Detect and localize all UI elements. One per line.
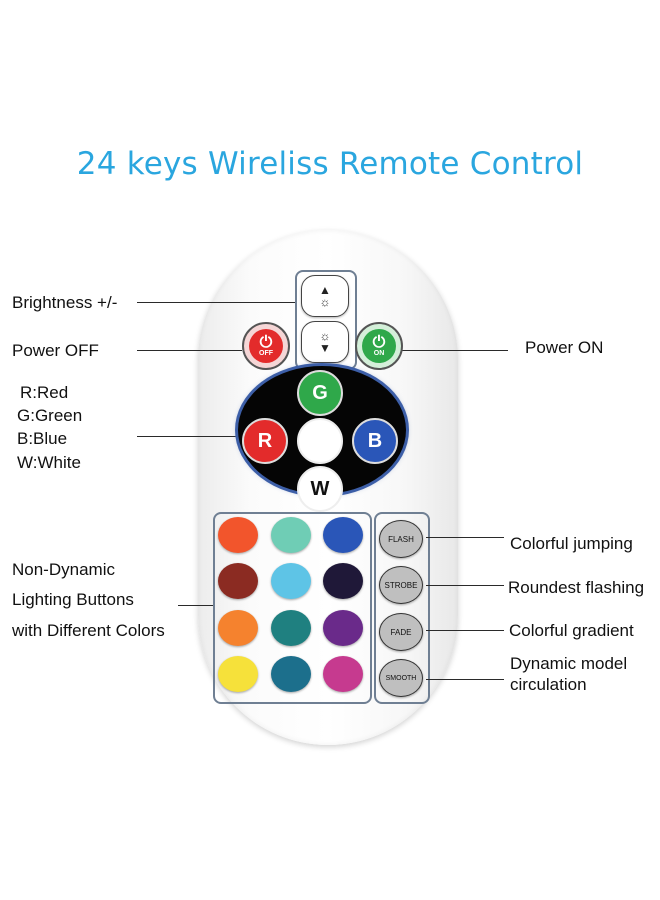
brightness-down-button[interactable]: ☼ ▼ bbox=[301, 321, 349, 363]
power-off-pointer-line bbox=[137, 350, 242, 351]
rgbw-label-green: G:Green bbox=[17, 406, 83, 425]
colorful-jumping-label: Colorful jumping bbox=[510, 534, 633, 553]
color-button-r3-c2[interactable] bbox=[271, 610, 311, 646]
color-button-r4-c3[interactable] bbox=[323, 656, 363, 692]
dynamic-model-label-line1: Dynamic model bbox=[510, 654, 628, 673]
brightness-pointer-line bbox=[137, 302, 297, 303]
strobe-button[interactable]: STROBE bbox=[379, 566, 423, 604]
red-button[interactable]: R bbox=[242, 418, 288, 464]
mode-buttons-group bbox=[374, 512, 430, 704]
rgbw-label-blue: B:Blue bbox=[17, 429, 68, 448]
smooth-button[interactable]: SMOOTH bbox=[379, 659, 423, 697]
power-on-label: Power ON bbox=[525, 338, 604, 357]
colorful-gradient-label: Colorful gradient bbox=[509, 621, 634, 640]
power-icon: ⏻ bbox=[259, 333, 273, 351]
non-dynamic-pointer-line bbox=[178, 605, 214, 606]
color-button-r2-c2[interactable] bbox=[271, 563, 311, 599]
dynamic-model-label-line2: circulation bbox=[510, 675, 587, 694]
power-icon: ⏻ bbox=[372, 333, 386, 351]
color-button-r3-c3[interactable] bbox=[323, 610, 363, 646]
power-off-label: Power OFF bbox=[12, 341, 99, 360]
power-off-button[interactable]: ⏻ OFF bbox=[242, 322, 290, 370]
fade-button[interactable]: FADE bbox=[379, 613, 423, 651]
white-button[interactable]: W bbox=[297, 466, 343, 512]
brightness-label: Brightness +/- bbox=[12, 293, 118, 312]
fade-pointer-line bbox=[426, 630, 504, 631]
blue-button[interactable]: B bbox=[352, 418, 398, 464]
page-title: 24 keys Wireliss Remote Control bbox=[76, 146, 584, 182]
sun-icon: ☼ bbox=[319, 295, 331, 309]
smooth-pointer-line bbox=[426, 679, 504, 680]
rgbw-label-red: R:Red bbox=[20, 383, 69, 402]
non-dynamic-label-line2: Lighting Buttons bbox=[12, 590, 134, 609]
color-grid-group bbox=[213, 512, 372, 704]
rgbw-label-white: W:White bbox=[17, 453, 81, 472]
brightness-up-button[interactable]: ▲ ☼ bbox=[301, 275, 349, 317]
rgbw-pointer-line bbox=[137, 436, 240, 437]
power-on-button[interactable]: ⏻ ON bbox=[355, 322, 403, 370]
color-button-r1-c1[interactable] bbox=[218, 517, 258, 553]
arrow-down-icon: ▼ bbox=[319, 341, 331, 355]
roundest-flashing-label: Roundest flashing bbox=[508, 578, 645, 597]
color-button-r2-c3[interactable] bbox=[323, 563, 363, 599]
flash-pointer-line bbox=[426, 537, 504, 538]
color-button-r3-c1[interactable] bbox=[218, 610, 258, 646]
non-dynamic-label-line3: with Different Colors bbox=[12, 621, 165, 640]
green-button[interactable]: G bbox=[297, 370, 343, 416]
sun-icon: ☼ bbox=[319, 329, 331, 343]
power-on-pointer-line bbox=[402, 350, 508, 351]
arrow-up-icon: ▲ bbox=[319, 283, 331, 297]
color-button-r2-c1[interactable] bbox=[218, 563, 258, 599]
color-button-r4-c1[interactable] bbox=[218, 656, 258, 692]
non-dynamic-label-line1: Non-Dynamic bbox=[12, 560, 115, 579]
flash-button[interactable]: FLASH bbox=[379, 520, 423, 558]
color-button-r4-c2[interactable] bbox=[271, 656, 311, 692]
color-button-r1-c2[interactable] bbox=[271, 517, 311, 553]
color-button-r1-c3[interactable] bbox=[323, 517, 363, 553]
white-center-button[interactable] bbox=[297, 418, 343, 464]
strobe-pointer-line bbox=[426, 585, 504, 586]
